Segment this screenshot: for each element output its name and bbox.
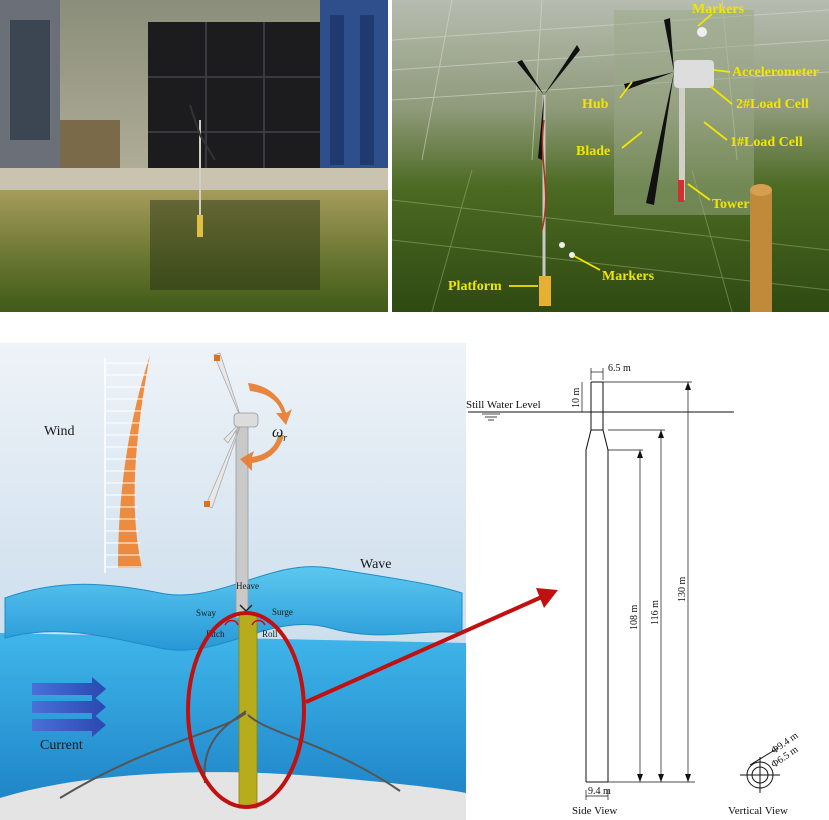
rotor xyxy=(204,352,259,509)
label-load-cell-2: 2#Load Cell xyxy=(736,97,809,112)
label-current: Current xyxy=(40,738,83,753)
label-wind: Wind xyxy=(44,424,75,439)
label-vertical-view: Vertical View xyxy=(728,805,788,817)
dim-base: 9.4 m xyxy=(588,786,611,797)
label-still-water-level: Still Water Level xyxy=(466,399,541,411)
turbine-scene: Wind Wave Current ωr xyxy=(0,343,466,820)
photo-model-turbine: Markers Accelerometer Hub 2#Load Cell Bl… xyxy=(392,0,829,312)
highlight-ellipse xyxy=(186,611,306,809)
label-surge: Surge xyxy=(272,607,293,617)
label-omega: ωr xyxy=(272,424,287,444)
dim-freeboard: 10 m xyxy=(571,388,582,409)
label-sway: Sway xyxy=(196,608,216,618)
connector-arrow xyxy=(305,588,558,704)
label-blade: Blade xyxy=(576,144,610,159)
photo-wind-tunnel xyxy=(0,0,388,312)
monopile-schematic: Still Water Level 6.5 m xyxy=(460,350,829,820)
label-pitch: Pitch xyxy=(206,629,225,639)
label-roll: Roll xyxy=(262,629,278,639)
label-load-cell-1: 1#Load Cell xyxy=(730,135,803,150)
dim-108: 108 m xyxy=(629,605,640,631)
current-arrows xyxy=(32,677,106,737)
label-hub: Hub xyxy=(582,97,609,112)
label-heave: Heave xyxy=(236,581,259,591)
wind-profile xyxy=(104,355,150,573)
vertical-view-section xyxy=(740,747,780,793)
label-markers-top: Markers xyxy=(692,2,745,17)
dim-116: 116 m xyxy=(650,600,661,625)
label-side-view: Side View xyxy=(572,805,617,817)
dim-130: 130 m xyxy=(677,577,688,603)
label-wave: Wave xyxy=(360,557,392,572)
label-markers-bottom: Markers xyxy=(602,269,655,284)
label-accelerometer: Accelerometer xyxy=(732,65,819,80)
label-platform: Platform xyxy=(448,279,502,294)
dim-top-width: 6.5 m xyxy=(608,363,631,374)
label-tower: Tower xyxy=(712,197,750,212)
